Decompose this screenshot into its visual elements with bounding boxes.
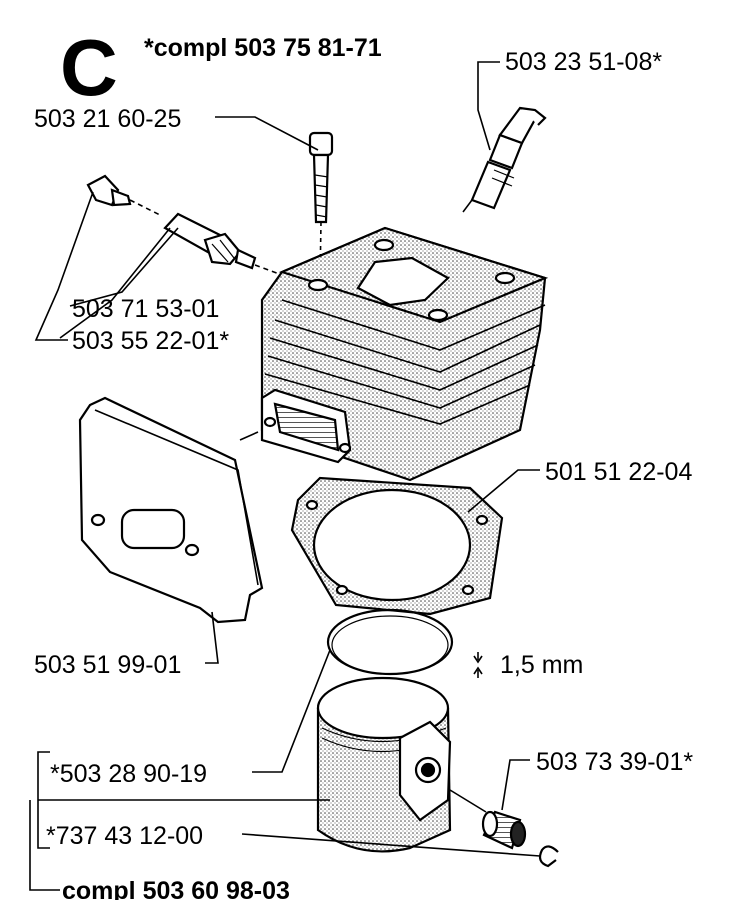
leader-decomp-valve [69,227,179,307]
leader-spark-plug [477,61,500,151]
needle-bearing [481,810,527,850]
leader-circlip [241,833,541,857]
leader-heat-shield [205,611,219,664]
piston-ring [326,608,454,676]
label-needle-bearing: 503 73 39-01* [536,748,693,776]
label-cylinder-bolt: 503 21 60-25 [34,105,181,133]
leader-decomp-kit [34,191,94,341]
assembly-note: *compl 503 75 81-71 [144,34,382,62]
decompression-valve [163,212,283,276]
label-circlip: *737 43 12-00 [46,822,203,850]
ring-gap-dimension [473,652,483,678]
label-piston-ring: *503 28 90-19 [50,760,207,788]
label-decomp-valve: 503 71 53-01 [72,295,219,323]
cylinder-base-gasket [290,476,504,616]
label-decomp-kit: 503 55 22-01* [72,327,229,355]
leader-gasket [467,469,540,513]
circlip [538,845,559,868]
label-gasket: 501 51 22-04 [545,458,692,486]
label-ring-gap: 1,5 mm [500,651,583,679]
label-heat-shield: 503 51 99-01 [34,651,181,679]
leader-decomp-kit-b [59,227,171,339]
piston [316,676,452,853]
spark-plug [462,106,547,213]
heat-shield [78,396,264,624]
pin-axis [449,789,487,813]
label-piston-compl: compl 503 60 98-03 [62,877,290,900]
section-letter: C [60,23,118,112]
cylinder [239,226,549,482]
leader-cylinder-bolt [215,116,319,151]
label-spark-plug: 503 23 51-08* [505,48,662,76]
decompression-valve-small [86,174,161,216]
leader-piston-ring [252,649,331,773]
leader-needle-bearing [501,759,530,811]
bracket-piston-compl-outer [29,800,60,891]
